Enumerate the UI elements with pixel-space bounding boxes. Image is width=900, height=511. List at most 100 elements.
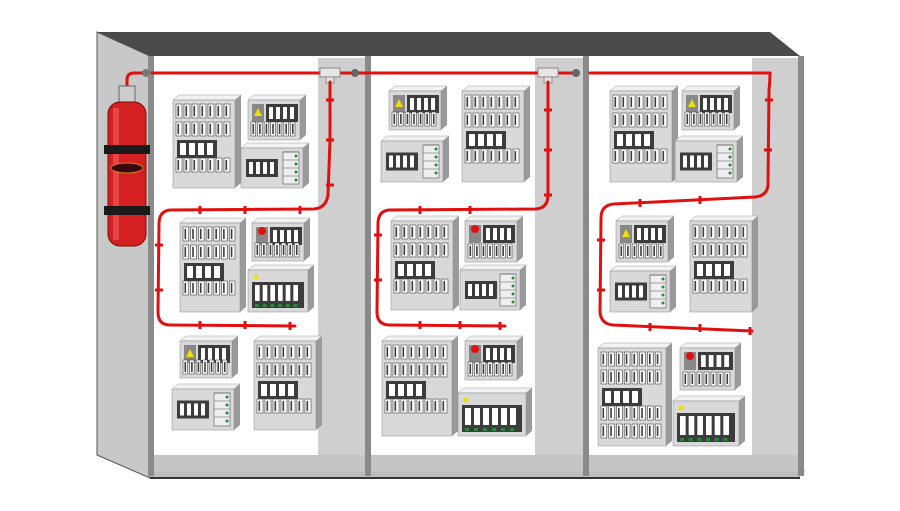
- io-module: [380, 135, 450, 183]
- slot-bar: [418, 401, 421, 411]
- alarm-panel: [615, 215, 675, 263]
- display-cell: [478, 134, 484, 146]
- slot-bar: [625, 426, 628, 436]
- slot-bar: [191, 362, 193, 372]
- pipe-coupling: [326, 183, 334, 187]
- slot-bar: [719, 114, 721, 124]
- slot-bar: [184, 362, 187, 372]
- display-cell: [690, 155, 694, 168]
- slot-bar: [474, 97, 477, 107]
- slot-bar: [400, 114, 402, 124]
- slot-bar: [217, 362, 219, 372]
- slot-bar: [474, 151, 477, 161]
- slot-bar: [192, 247, 194, 257]
- pipe-coupling: [597, 288, 605, 292]
- slot-bar: [223, 247, 225, 257]
- display-cell: [651, 228, 655, 240]
- slot-bar: [641, 408, 643, 418]
- device-side: [304, 218, 310, 261]
- slot-bar: [419, 227, 422, 237]
- slot-bar: [662, 97, 665, 107]
- display-cell: [396, 155, 400, 168]
- display-cell: [403, 155, 407, 168]
- display-cell: [489, 284, 493, 296]
- slot-bar: [742, 281, 745, 291]
- status-led: [225, 411, 229, 415]
- mounting-strap: [104, 145, 150, 154]
- slot-bar: [192, 283, 194, 293]
- cabinet-top: [97, 32, 800, 56]
- pipe-coupling: [544, 193, 552, 197]
- bay-side-wall: [752, 58, 800, 455]
- device-side: [734, 86, 740, 130]
- pipe-end-cap: [572, 69, 580, 77]
- slot-bar: [419, 245, 422, 255]
- slot-bar: [610, 408, 612, 418]
- warning-icon: [395, 99, 403, 107]
- device-top: [609, 265, 677, 272]
- device-side: [453, 216, 459, 310]
- status-led: [483, 428, 487, 431]
- module-cell: [501, 408, 507, 425]
- display-cell: [639, 285, 643, 298]
- display-cell: [198, 143, 204, 155]
- slot-bar: [201, 124, 204, 134]
- display-cell: [717, 98, 721, 110]
- display-cell: [189, 143, 195, 155]
- display-cell: [715, 264, 721, 276]
- slot-bar: [427, 281, 430, 291]
- slot-bar: [514, 115, 517, 125]
- mounting-strap: [104, 206, 150, 215]
- slot-bar: [694, 281, 697, 291]
- slot-bar: [490, 151, 493, 161]
- slot-bar: [712, 374, 715, 384]
- slot-bar: [266, 401, 269, 411]
- pipe-coupling: [418, 321, 422, 329]
- slot-bar: [705, 374, 708, 384]
- device-side: [240, 218, 246, 312]
- slot-bar: [419, 114, 422, 124]
- device-side: [441, 86, 447, 130]
- slot-bar: [514, 97, 517, 107]
- rack-device: [689, 215, 759, 313]
- slot-bar: [274, 347, 277, 357]
- slot-bar: [694, 227, 697, 237]
- slot-bar: [654, 151, 657, 161]
- bay-side-wall: [318, 58, 365, 455]
- device-top: [179, 217, 247, 224]
- device-top: [172, 94, 242, 101]
- display-cell: [697, 264, 703, 276]
- display-cell: [425, 264, 431, 276]
- slot-bar: [725, 114, 728, 124]
- display-cell: [706, 264, 712, 276]
- display-cell: [207, 143, 213, 155]
- slot-bar: [469, 246, 472, 256]
- slot-bar: [217, 124, 220, 134]
- slot-bar: [177, 160, 180, 170]
- display-cell: [416, 264, 422, 276]
- device-side: [737, 136, 743, 182]
- display-cell: [493, 228, 497, 240]
- slot-bar: [210, 362, 213, 372]
- slot-bar: [395, 227, 398, 237]
- slot-bar: [434, 365, 437, 375]
- slot-bar: [258, 365, 261, 375]
- slot-bar: [646, 246, 649, 256]
- display-cell: [398, 264, 404, 276]
- rack-device: [172, 94, 242, 189]
- status-led: [688, 438, 693, 441]
- status-led: [728, 147, 732, 151]
- slot-bar: [223, 362, 226, 372]
- slot-bar: [185, 124, 188, 134]
- slot-bar: [482, 246, 485, 256]
- device-side: [303, 143, 309, 188]
- status-led: [728, 171, 732, 175]
- slot-bar: [630, 97, 633, 107]
- status-led: [511, 284, 515, 288]
- io-module: [672, 395, 746, 447]
- branch-pipe-bay-3: [598, 71, 772, 333]
- slot-bar: [498, 115, 501, 125]
- slot-bar: [197, 362, 200, 372]
- slot-bar: [386, 347, 389, 357]
- slot-bar: [426, 347, 429, 357]
